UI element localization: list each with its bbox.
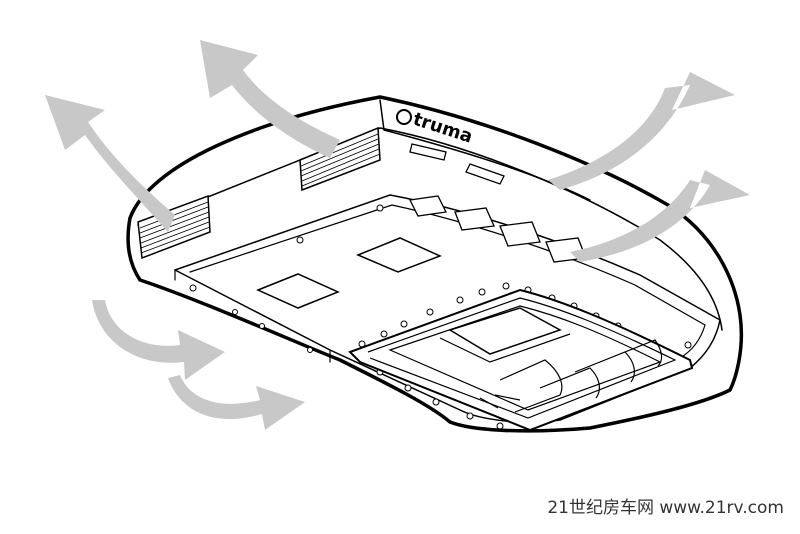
airflow-arrow-icon [45, 95, 175, 232]
airflow-arrow-icon [92, 300, 225, 380]
top-louvres [409, 143, 587, 263]
airflow-arrow-icon [548, 72, 735, 190]
ceiling-frame [348, 288, 694, 432]
access-panels [256, 237, 442, 309]
watermark-site-name: 21世纪房车网 [547, 498, 654, 518]
airflow-arrow-icon [570, 170, 750, 262]
airflow-arrow-icon [200, 40, 340, 158]
airflow-arrow-icon [168, 375, 305, 430]
site-watermark: 21世纪房车网 www.21rv.com [547, 493, 784, 518]
airflow-arrows [45, 40, 750, 430]
watermark-url: www.21rv.com [659, 498, 784, 518]
